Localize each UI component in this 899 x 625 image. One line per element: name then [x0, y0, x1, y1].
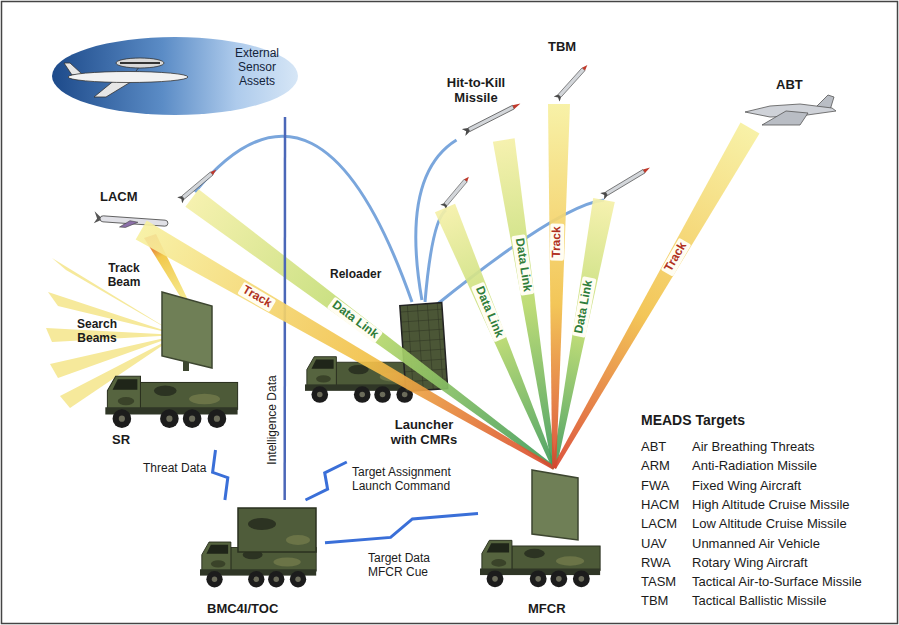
text-label: Search Beams	[68, 318, 126, 346]
node-label: Launcher with CMRs	[380, 418, 468, 448]
node-label: TBM	[548, 40, 576, 55]
lightning-link	[306, 462, 347, 500]
beam-label: Track	[237, 281, 276, 312]
beam-label: Data Link	[572, 276, 597, 338]
flight-arc	[416, 140, 457, 300]
edge-label: Intelligence Data	[266, 375, 280, 464]
missile-body	[462, 100, 523, 136]
beam-label: Data Link	[512, 234, 535, 295]
missile-body	[440, 174, 472, 210]
target-node: LACM	[92, 190, 174, 230]
target-abbreviation: TBM	[641, 594, 668, 609]
target-abbreviation: ABT	[641, 440, 666, 455]
sensor-ellipse: External Sensor Assets	[50, 35, 300, 117]
camouflage	[286, 535, 310, 545]
rotodome-stripe	[120, 62, 160, 64]
target-description: Unmanned Air Vehicle	[692, 537, 820, 552]
track-beam	[553, 123, 760, 470]
target-node: TBM	[535, 38, 595, 104]
target-description: Low Altitude Cruise Missile	[692, 517, 847, 532]
target-description: High Altitude Cruise Missile	[692, 498, 850, 513]
missile-body	[100, 216, 168, 227]
sr-truck	[105, 376, 237, 428]
node-label: LACM	[100, 190, 138, 205]
awacs-fuselage	[68, 72, 188, 83]
node-label: External Sensor Assets	[222, 47, 292, 88]
beam-label: Track	[550, 224, 564, 262]
missile-body	[600, 164, 652, 200]
tbm-missile	[554, 62, 591, 102]
interceptor-missile	[600, 164, 652, 200]
interceptor-missile	[440, 174, 472, 210]
awacs-aircraft	[64, 58, 188, 97]
mfcr-radar-panel	[532, 470, 578, 540]
text-label: Track Beam	[100, 262, 148, 290]
track-beam	[548, 104, 570, 468]
target-abbreviation: UAV	[641, 537, 667, 552]
target-description: Anti-Radiation Missile	[692, 459, 817, 474]
node-label: ABT	[776, 78, 803, 93]
abt-aircraft	[745, 95, 836, 125]
lightning-link	[325, 514, 478, 543]
target-description: Air Breathing Threats	[692, 440, 815, 455]
target-abbreviation: RWA	[641, 556, 671, 571]
node-label: Hit-to-Kill Missile	[430, 76, 522, 106]
awacs-tail	[64, 63, 82, 75]
beam-label: Data Link	[471, 282, 507, 343]
vehicle-node: MFCR	[478, 468, 605, 620]
target-abbreviation: LACM	[641, 517, 677, 532]
target-description: Tactical Air-to-Surface Missile	[692, 575, 862, 590]
missile-wing	[120, 220, 138, 228]
text-label: Reloader	[330, 268, 381, 282]
missile-body	[554, 62, 591, 102]
target-abbreviation: FWA	[641, 479, 669, 494]
target-abbreviation: TASM	[641, 575, 676, 590]
awacs-rotodome	[116, 58, 164, 68]
target-abbreviation: ARM	[641, 459, 670, 474]
vehicle-node: BMC4I/TOC	[195, 500, 325, 622]
missile-node: Hit-to-Kill Missile	[425, 70, 530, 140]
node-label: BMC4I/TOC	[207, 602, 278, 617]
node-label: SR	[112, 433, 130, 448]
edge-label: Target Assignment Launch Command	[352, 466, 464, 494]
target-node: ABT	[740, 78, 840, 128]
jet-wing	[762, 111, 808, 125]
target-description: Rotary Wing Aircraft	[692, 556, 808, 571]
sensor-ellipse-fill	[52, 37, 298, 115]
track-beam	[136, 221, 556, 470]
missile-tail	[94, 211, 101, 223]
vehicle-node: SR	[100, 300, 250, 450]
node-label: MFCR	[528, 602, 566, 617]
target-abbreviation: HACM	[641, 498, 679, 513]
target-description: Fixed Wing Aircraft	[692, 479, 801, 494]
hit-to-kill-missile	[462, 100, 523, 136]
mfcr-truck	[480, 540, 600, 587]
data-link-beam	[185, 189, 555, 469]
beam-label: Track	[660, 238, 691, 277]
command-shelter	[238, 508, 316, 552]
camouflage	[248, 518, 276, 530]
data-link-beam	[493, 138, 556, 468]
text-label: MEADS Targets	[641, 412, 745, 428]
edge-label: Target Data MFCR Cue	[368, 552, 443, 580]
sr-radar-panel	[162, 292, 212, 368]
vehicle-node: Launcher with CMRs	[305, 300, 472, 462]
edge-label: Threat Data	[143, 462, 206, 476]
lightning-link	[213, 450, 228, 500]
target-description: Tactical Ballistic Missile	[692, 594, 826, 609]
missile-flight-paths	[195, 136, 604, 306]
